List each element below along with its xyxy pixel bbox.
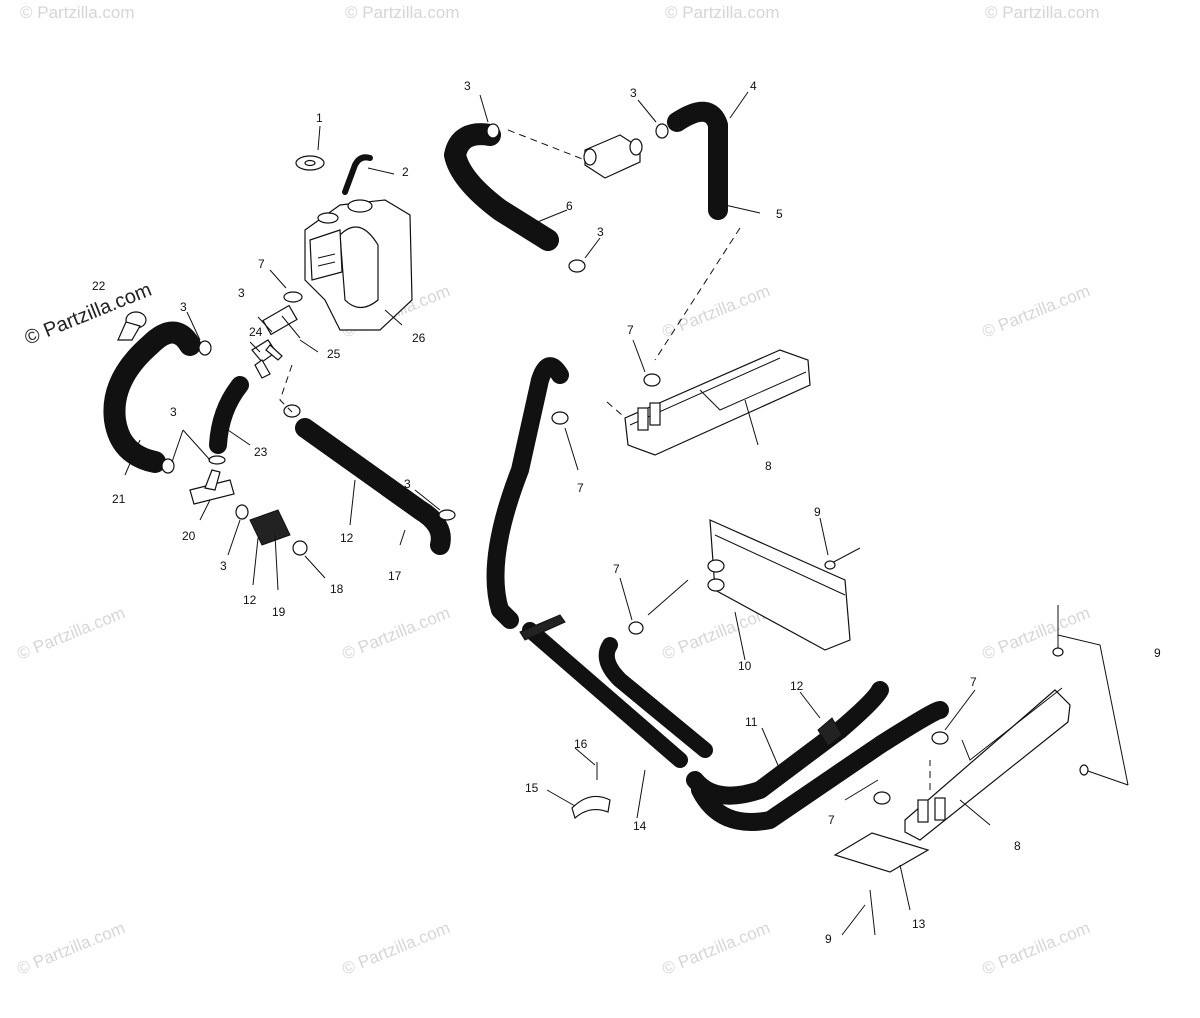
watermark: © Partzilla.com — [665, 3, 780, 22]
watermark: © Partzilla.com — [985, 3, 1100, 22]
watermark: © Partzilla.com — [345, 3, 460, 22]
callout-9: 9 — [825, 932, 832, 946]
callout-7: 7 — [258, 257, 265, 271]
callout-2: 2 — [402, 165, 409, 179]
callout-18: 18 — [330, 582, 344, 596]
callout-13: 13 — [912, 917, 926, 931]
tank-fitting — [262, 291, 303, 336]
callout-7: 7 — [828, 813, 835, 827]
heat-exchanger-upper — [624, 349, 811, 456]
heat-exchanger-lower — [904, 687, 1071, 841]
callout-10: 10 — [738, 659, 752, 673]
callout-11: 11 — [745, 715, 758, 729]
callout-16: 16 — [574, 737, 588, 751]
callout-7: 7 — [627, 323, 634, 337]
callout-17: 17 — [388, 569, 402, 583]
hose-22-clamp — [117, 311, 147, 341]
callout-21: 21 — [112, 492, 126, 506]
watermark: © Partzilla.com — [20, 3, 135, 22]
callout-9: 9 — [1154, 646, 1161, 660]
callout-5: 5 — [776, 207, 783, 221]
watermark: © Partzilla.com — [14, 603, 127, 664]
callout-25: 25 — [327, 347, 341, 361]
bellows-19 — [249, 509, 291, 546]
callout-3: 3 — [238, 286, 245, 300]
tank-cap-gasket — [295, 155, 325, 171]
callout-12: 12 — [790, 679, 804, 693]
callout-3: 3 — [220, 559, 227, 573]
thermostat-housing — [583, 134, 643, 179]
callout-labels: 1 2 3 3 4 5 6 3 7 3 24 25 26 22 3 3 21 2… — [92, 79, 1161, 946]
callout-4: 4 — [750, 79, 757, 93]
watermark: © Partzilla.com — [14, 918, 127, 979]
callout-3: 3 — [630, 86, 637, 100]
callout-23: 23 — [254, 445, 268, 459]
callout-3: 3 — [464, 79, 471, 93]
callout-8: 8 — [765, 459, 772, 473]
watermark: © Partzilla.com — [339, 603, 452, 664]
watermark: © Partzilla.com — [659, 918, 772, 979]
clip-15 — [571, 795, 611, 820]
callout-26: 26 — [412, 331, 426, 345]
callout-8: 8 — [1014, 839, 1021, 853]
callout-7: 7 — [613, 562, 620, 576]
callout-19: 19 — [272, 605, 286, 619]
callout-6: 6 — [566, 199, 573, 213]
callout-12: 12 — [340, 531, 354, 545]
callout-7: 7 — [577, 481, 584, 495]
leader-lines — [124, 91, 1129, 936]
callout-3: 3 — [404, 477, 411, 491]
callout-9: 9 — [814, 505, 821, 519]
watermark: © Partzilla.com — [659, 281, 772, 342]
callout-3: 3 — [597, 225, 604, 239]
callout-22: 22 — [92, 279, 106, 293]
watermark: © Partzilla.com — [979, 603, 1092, 664]
callout-24: 24 — [249, 325, 263, 339]
connection-lines — [279, 129, 931, 790]
callout-7: 7 — [970, 675, 977, 689]
callout-12: 12 — [243, 593, 257, 607]
bracket-13 — [833, 832, 930, 873]
watermark: © Partzilla.com — [979, 918, 1092, 979]
watermark: © Partzilla.com — [979, 281, 1092, 342]
callout-20: 20 — [182, 529, 196, 543]
callout-14: 14 — [633, 819, 647, 833]
fitting-20 — [189, 469, 235, 505]
watermark: © Partzilla.com — [339, 918, 452, 979]
callout-3: 3 — [170, 405, 177, 419]
callout-1: 1 — [316, 111, 323, 125]
callout-3: 3 — [180, 300, 187, 314]
heat-exchanger-10 — [707, 519, 851, 651]
coolant-tank — [304, 199, 413, 331]
callout-15: 15 — [525, 781, 539, 795]
hose-11 — [686, 681, 889, 805]
tee-fitting — [251, 339, 283, 379]
